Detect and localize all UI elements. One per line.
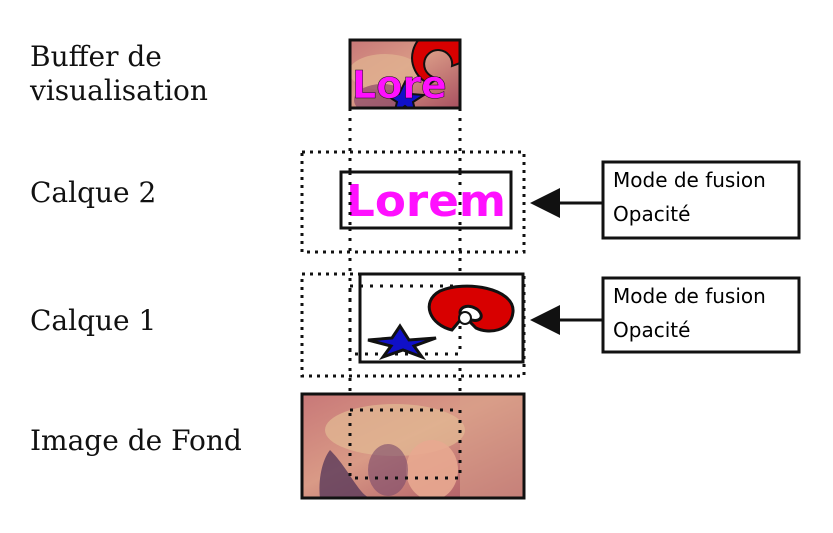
property-box-calque1-line2: Opacité bbox=[613, 318, 690, 342]
buffer-lorem-text: Lore bbox=[352, 63, 447, 107]
property-box-calque1-frame bbox=[601, 276, 801, 354]
image-fond-viewport bbox=[348, 408, 462, 480]
star-shape bbox=[367, 323, 437, 361]
buffer-spiral-shape bbox=[411, 40, 460, 86]
label-image-fond: Image de Fond bbox=[30, 424, 242, 457]
property-box-calque1-line1: Mode de fusion bbox=[613, 284, 766, 308]
label-calque-2: Calque 2 bbox=[30, 176, 157, 209]
label-buffer-line2: visualisation bbox=[30, 74, 208, 107]
spiral-shape bbox=[427, 284, 515, 333]
image-fond-frame bbox=[300, 392, 526, 500]
label-calque-1: Calque 1 bbox=[30, 304, 157, 337]
property-box-calque2-line1: Mode de fusion bbox=[613, 168, 766, 192]
calque2-canvas-frame bbox=[300, 150, 526, 254]
label-buffer: Buffer de visualisation bbox=[30, 40, 208, 108]
label-buffer-line1: Buffer de bbox=[30, 40, 162, 73]
property-box-calque2-frame bbox=[601, 160, 801, 240]
buffer-frame bbox=[348, 38, 462, 110]
calque2-lorem-text: Lorem bbox=[346, 176, 506, 227]
buffer-star-shape bbox=[382, 79, 428, 108]
calque2-layer-frame bbox=[339, 170, 513, 230]
buffer-thumbnail: Lore bbox=[350, 40, 460, 108]
calque1-viewport-frame bbox=[348, 284, 462, 356]
property-box-calque2-line2: Opacité bbox=[613, 202, 690, 226]
